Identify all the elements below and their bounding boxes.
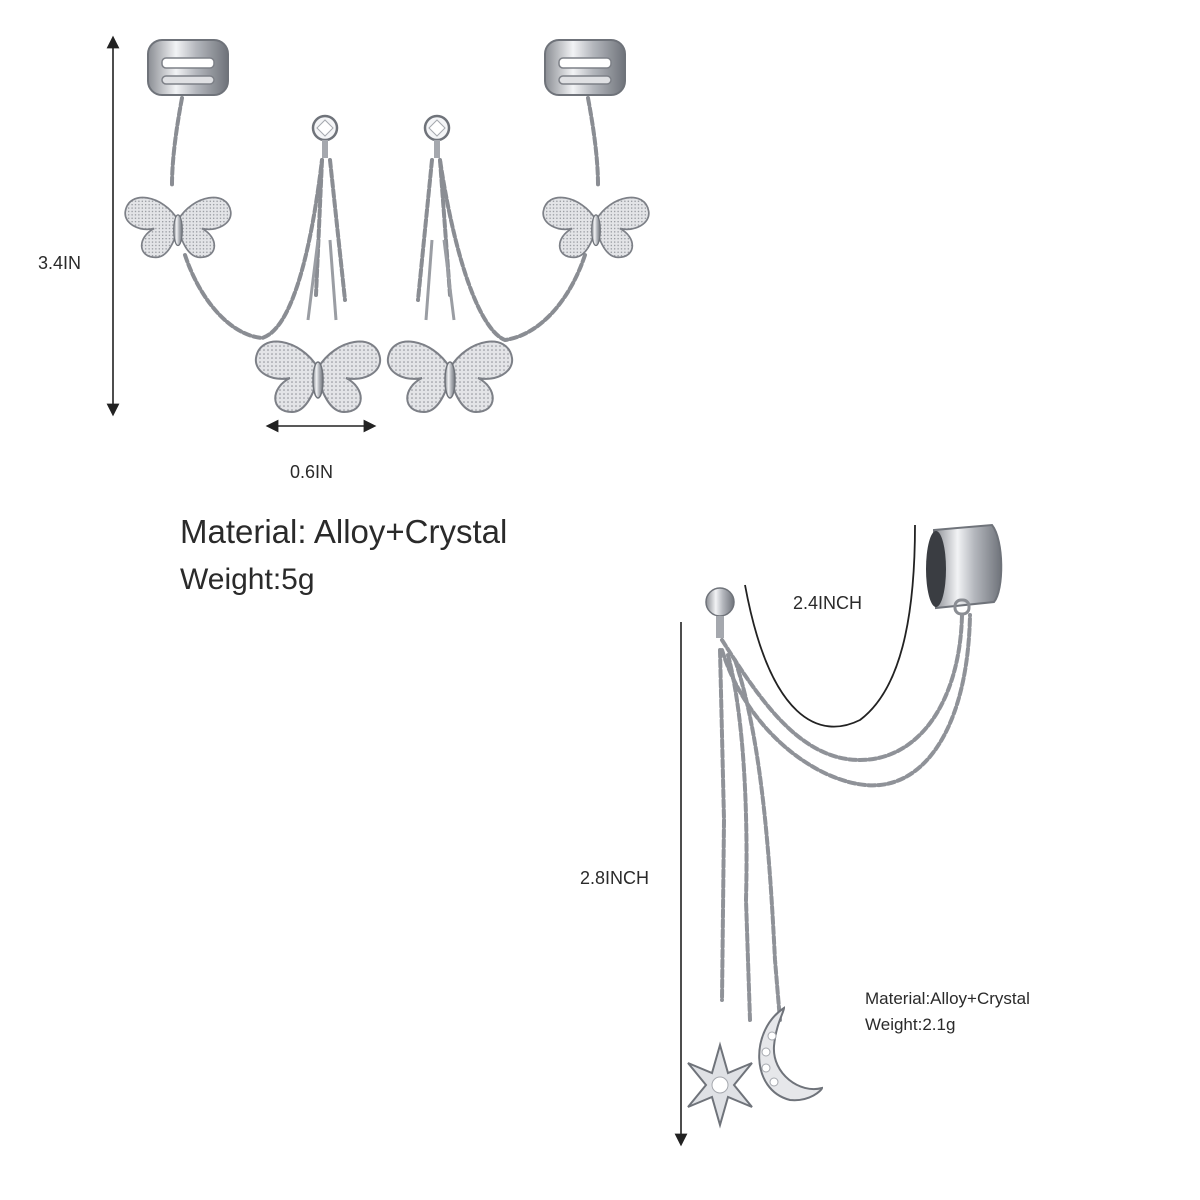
drop-length-label: 2.8INCH xyxy=(580,868,650,888)
butterfly-earring-set xyxy=(124,39,650,413)
bottom-weight-text: Weight:2.1g xyxy=(865,1015,956,1034)
bottom-material-text: Material:Alloy+Crystal xyxy=(865,989,1030,1008)
butterfly-icon xyxy=(542,196,650,259)
crystal-stud-icon xyxy=(311,114,339,158)
crystal-stud-icon xyxy=(423,114,451,158)
moon-pendant-icon xyxy=(758,1006,824,1102)
butterfly-icon xyxy=(124,196,232,259)
ear-cuff-icon xyxy=(926,523,1003,616)
ear-cuff-icon xyxy=(544,39,626,96)
star-moon-earring-set xyxy=(687,523,1003,1129)
height-label: 3.4IN xyxy=(38,253,82,273)
top-material-text: Material: Alloy+Crystal xyxy=(180,513,508,550)
chain-length-label: 2.4INCH xyxy=(793,593,863,613)
butterfly-icon xyxy=(254,340,382,413)
butterfly-icon xyxy=(386,340,514,413)
width-label: 0.6IN xyxy=(290,462,334,482)
star-pendant-icon xyxy=(687,1041,753,1129)
top-weight-text: Weight:5g xyxy=(180,563,315,596)
crystal-stud-icon xyxy=(705,587,735,638)
ear-cuff-icon xyxy=(147,39,229,96)
